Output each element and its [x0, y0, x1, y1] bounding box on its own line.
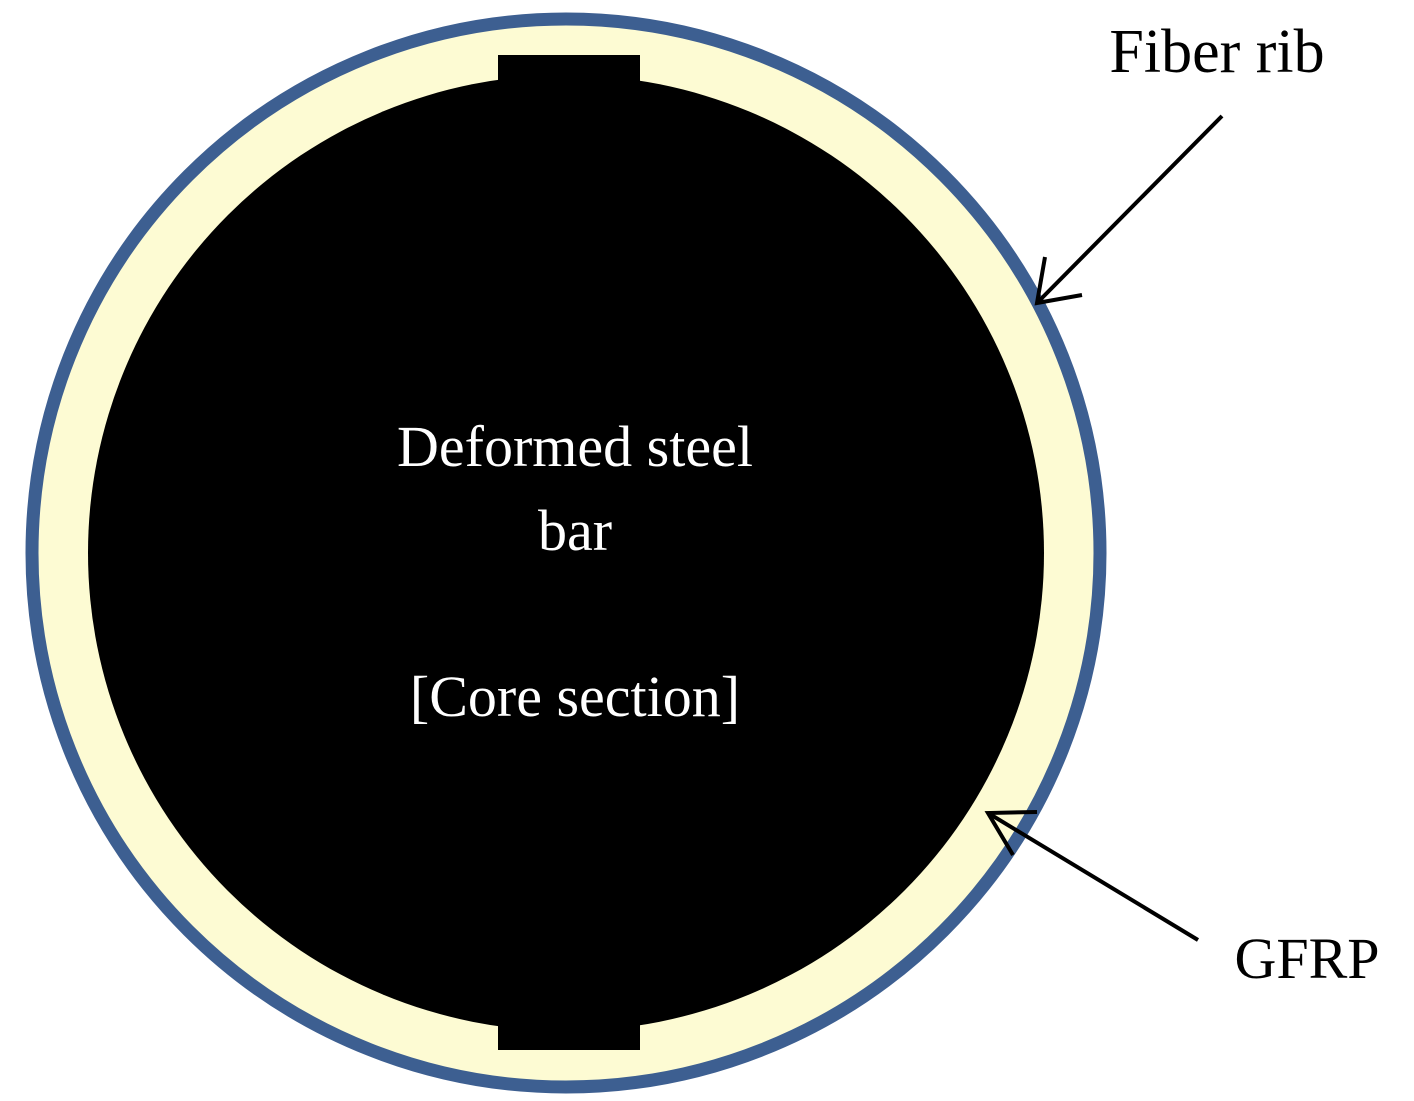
core-top-lug — [498, 55, 640, 115]
fiber-rib-arrow-shaft — [1035, 114, 1224, 305]
gfrp-arrowhead-icon — [984, 810, 1038, 857]
fiber-rib-label: Fiber rib — [1109, 18, 1324, 86]
core-group — [88, 55, 1044, 1050]
core-label-line1: Deformed steel — [397, 414, 753, 479]
gfrp-arrow-shaft — [986, 811, 1200, 942]
gfrp-label: GFRP — [1234, 926, 1379, 991]
core-label-line3: [Core section] — [410, 664, 740, 729]
core-section — [88, 75, 1044, 1031]
core-label-line2: bar — [538, 498, 612, 563]
core-bottom-lug — [498, 990, 640, 1050]
fiber-rib-arrowhead-icon — [1034, 256, 1083, 306]
